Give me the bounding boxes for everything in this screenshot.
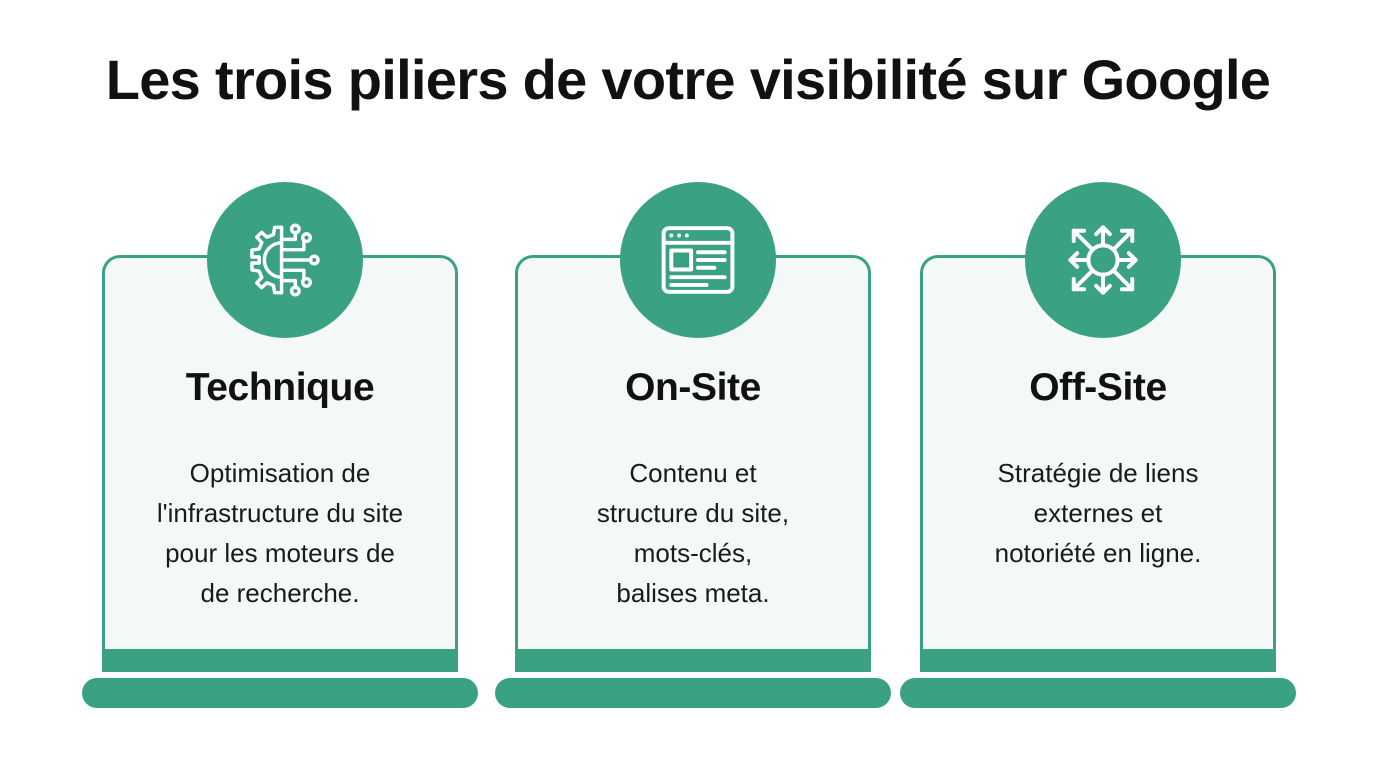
pillar-title: Off-Site (1029, 366, 1167, 409)
pillar-card-content: On-Site Contenu et structure du site, mo… (518, 258, 868, 669)
pillar-card-foot-band (105, 649, 455, 669)
pillar-description: Optimisation de l'infrastructure du site… (156, 457, 404, 609)
pillar-card-technique[interactable]: Technique Optimisation de l'infrastructu… (80, 182, 490, 712)
pillar-title: Technique (185, 366, 375, 409)
pillar-card-off-site[interactable]: Off-Site Stratégie de liens externes et … (898, 182, 1308, 712)
pillar-card-base-bar (900, 678, 1296, 708)
pillar-icon-badge (620, 182, 776, 338)
pillar-card-foot-band (518, 649, 868, 669)
expand-arrows-network-icon (1068, 225, 1138, 295)
pillar-icon-badge (1025, 182, 1181, 338)
pillar-card-body: On-Site Contenu et structure du site, mo… (515, 255, 871, 672)
pillar-card-base-bar (495, 678, 891, 708)
gear-circuit-icon (250, 223, 320, 297)
pillar-card-content: Technique Optimisation de l'infrastructu… (105, 258, 455, 669)
pillar-description: Stratégie de liens externes et notoriété… (994, 457, 1202, 568)
pillar-description: Contenu et structure du site, mots-clés,… (596, 457, 790, 609)
pillar-card-on-site[interactable]: On-Site Contenu et structure du site, mo… (493, 182, 903, 712)
pillar-card-content: Off-Site Stratégie de liens externes et … (923, 258, 1273, 669)
pillar-card-base-bar (82, 678, 478, 708)
browser-window-icon (661, 226, 735, 294)
pillar-title: On-Site (625, 366, 761, 409)
pillar-icon-badge (207, 182, 363, 338)
page-title: Les trois piliers de votre visibilité su… (105, 48, 1271, 111)
pillar-card-foot-band (923, 649, 1273, 669)
